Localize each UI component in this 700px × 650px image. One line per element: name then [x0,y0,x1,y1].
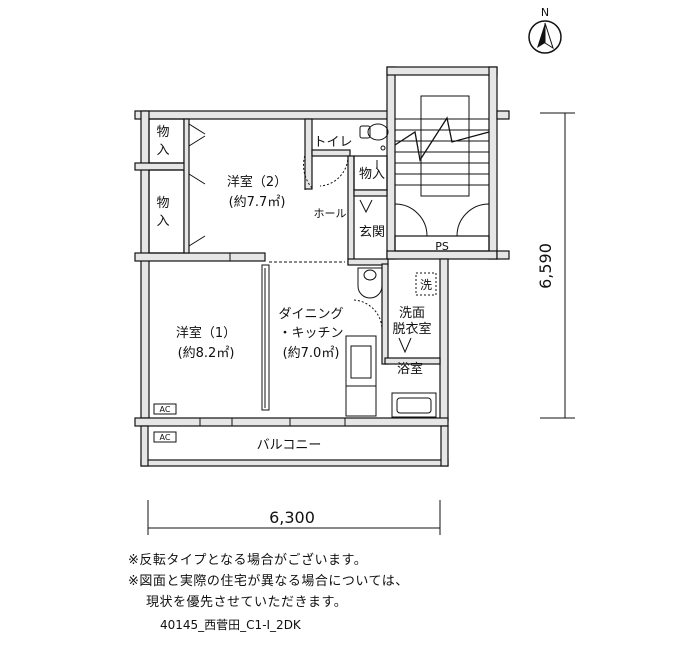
western-room-1-name: 洋室（1） [176,325,236,341]
washroom-line2: 脱衣室 [392,321,431,337]
note-line-1: ※反転タイプとなる場合がございます。 [128,553,368,568]
balcony-label: バルコニー [257,438,322,453]
washroom-line1: 洗面 [399,306,425,321]
storage-label-2b: 入 [156,214,169,229]
washer-label: 洗 [420,278,432,292]
storage-label-3: 物入 [359,167,385,182]
hall-label: ホール [314,207,347,220]
room-labels: 物 入 物 入 洋室（2） (約7.7㎡) 洋室（1） (約8.2㎡) ダイニン… [156,125,448,453]
note-line-2: ※図面と実際の住宅が異なる場合については、 [128,574,409,589]
western-room-1-size: (約8.2㎡) [178,346,235,361]
dining-kitchen-line1: ダイニング [278,307,343,322]
doors-and-fixtures [153,95,490,443]
dimension-width [147,500,441,535]
dining-kitchen-line2: ・キッチン [278,326,343,341]
storage-label-1b: 入 [156,143,169,158]
storage-label-1a: 物 [156,125,169,140]
staircase [394,95,490,197]
width-dimension-label: 6,300 [269,508,315,527]
depth-dimension-label: 6,590 [536,243,555,289]
western-room-2-name: 洋室（2） [227,174,287,190]
toilet-label: トイレ [313,135,352,150]
ac-label-1: AC [160,405,171,414]
compass-letter: N [541,6,549,19]
walls [134,66,510,467]
note-line-3: 現状を優先させていただきます。 [146,595,348,610]
plan-code: 40145_西菅田_C1-Ⅰ_2DK [160,618,301,632]
ps-label: PS [435,240,449,253]
entrance-label: 玄関 [359,225,385,240]
storage-label-2a: 物 [156,196,169,211]
north-compass-icon: N [528,6,562,54]
dining-kitchen-size: (約7.0㎡) [283,346,340,361]
western-room-2-size: (約7.7㎡) [229,195,286,210]
dimension-depth [540,112,575,419]
bath-label: 浴室 [397,361,423,377]
ac-label-2: AC [160,433,171,442]
